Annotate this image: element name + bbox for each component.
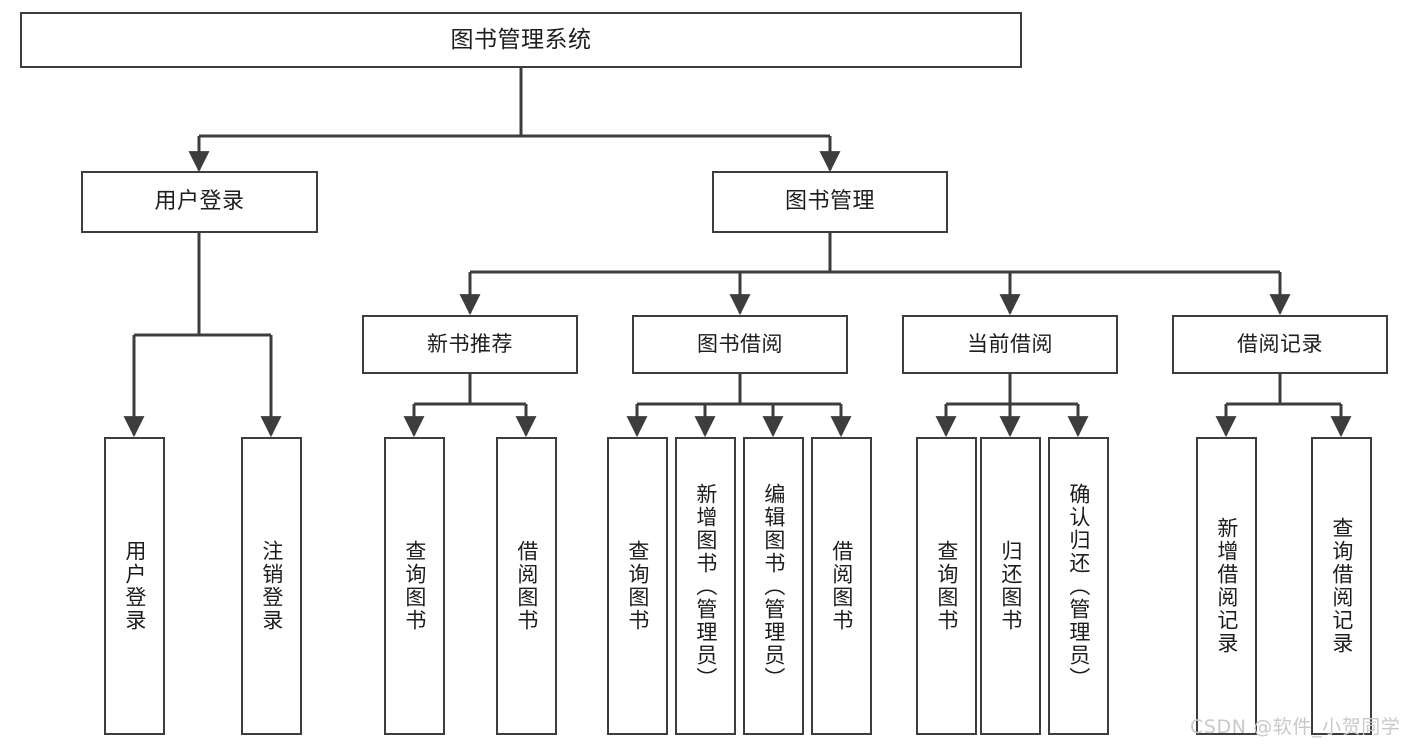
leaf-user-login[interactable]: 用户登录 bbox=[104, 437, 165, 735]
node-root-system[interactable]: 图书管理系统 bbox=[20, 12, 1022, 68]
node-book-management[interactable]: 图书管理 bbox=[712, 171, 948, 233]
node-current-borrow-label: 当前借阅 bbox=[967, 332, 1053, 357]
leaf-user-logout-label: 注销登录 bbox=[259, 540, 284, 632]
node-book-borrow[interactable]: 图书借阅 bbox=[632, 315, 848, 374]
leaf-newbook-borrow-book[interactable]: 借阅图书 bbox=[496, 437, 557, 735]
node-borrow-record[interactable]: 借阅记录 bbox=[1172, 315, 1388, 374]
leaf-current-confirm-return-label: 确认归还（管理员） bbox=[1066, 482, 1091, 690]
leaf-current-query-book[interactable]: 查询图书 bbox=[916, 437, 977, 735]
leaf-record-add-record-label: 新增借阅记录 bbox=[1214, 517, 1239, 655]
leaf-current-confirm-return[interactable]: 确认归还（管理员） bbox=[1048, 437, 1109, 735]
leaf-borrow-borrow-book[interactable]: 借阅图书 bbox=[811, 437, 872, 735]
leaf-borrow-edit-book[interactable]: 编辑图书（管理员） bbox=[743, 437, 804, 735]
node-new-book-recommend[interactable]: 新书推荐 bbox=[362, 315, 578, 374]
leaf-borrow-query-book[interactable]: 查询图书 bbox=[607, 437, 668, 735]
node-root-label: 图书管理系统 bbox=[450, 26, 592, 53]
leaf-current-query-book-label: 查询图书 bbox=[934, 540, 959, 632]
leaf-newbook-query-book-label: 查询图书 bbox=[402, 540, 427, 632]
node-book-borrow-label: 图书借阅 bbox=[697, 332, 783, 357]
leaf-user-login-label: 用户登录 bbox=[122, 540, 147, 632]
leaf-newbook-query-book[interactable]: 查询图书 bbox=[384, 437, 445, 735]
leaf-borrow-query-book-label: 查询图书 bbox=[625, 540, 650, 632]
leaf-record-add-record[interactable]: 新增借阅记录 bbox=[1196, 437, 1257, 735]
node-user-login[interactable]: 用户登录 bbox=[81, 171, 318, 233]
node-new-book-recommend-label: 新书推荐 bbox=[427, 332, 513, 357]
node-borrow-record-label: 借阅记录 bbox=[1237, 332, 1323, 357]
csdn-watermark: CSDN @软件_小贺同学 bbox=[1190, 716, 1401, 738]
node-user-login-label: 用户登录 bbox=[154, 189, 245, 215]
leaf-current-return-book[interactable]: 归还图书 bbox=[980, 437, 1041, 735]
node-book-management-label: 图书管理 bbox=[784, 189, 875, 215]
leaf-borrow-borrow-book-label: 借阅图书 bbox=[829, 540, 854, 632]
leaf-current-return-book-label: 归还图书 bbox=[998, 540, 1023, 632]
leaf-borrow-add-book-label: 新增图书（管理员） bbox=[693, 482, 718, 690]
leaf-newbook-borrow-book-label: 借阅图书 bbox=[514, 540, 539, 632]
leaf-borrow-add-book[interactable]: 新增图书（管理员） bbox=[675, 437, 736, 735]
node-current-borrow[interactable]: 当前借阅 bbox=[902, 315, 1118, 374]
leaf-record-query-record[interactable]: 查询借阅记录 bbox=[1311, 437, 1372, 735]
leaf-user-logout[interactable]: 注销登录 bbox=[241, 437, 302, 735]
leaf-record-query-record-label: 查询借阅记录 bbox=[1329, 517, 1354, 655]
leaf-borrow-edit-book-label: 编辑图书（管理员） bbox=[761, 482, 786, 690]
